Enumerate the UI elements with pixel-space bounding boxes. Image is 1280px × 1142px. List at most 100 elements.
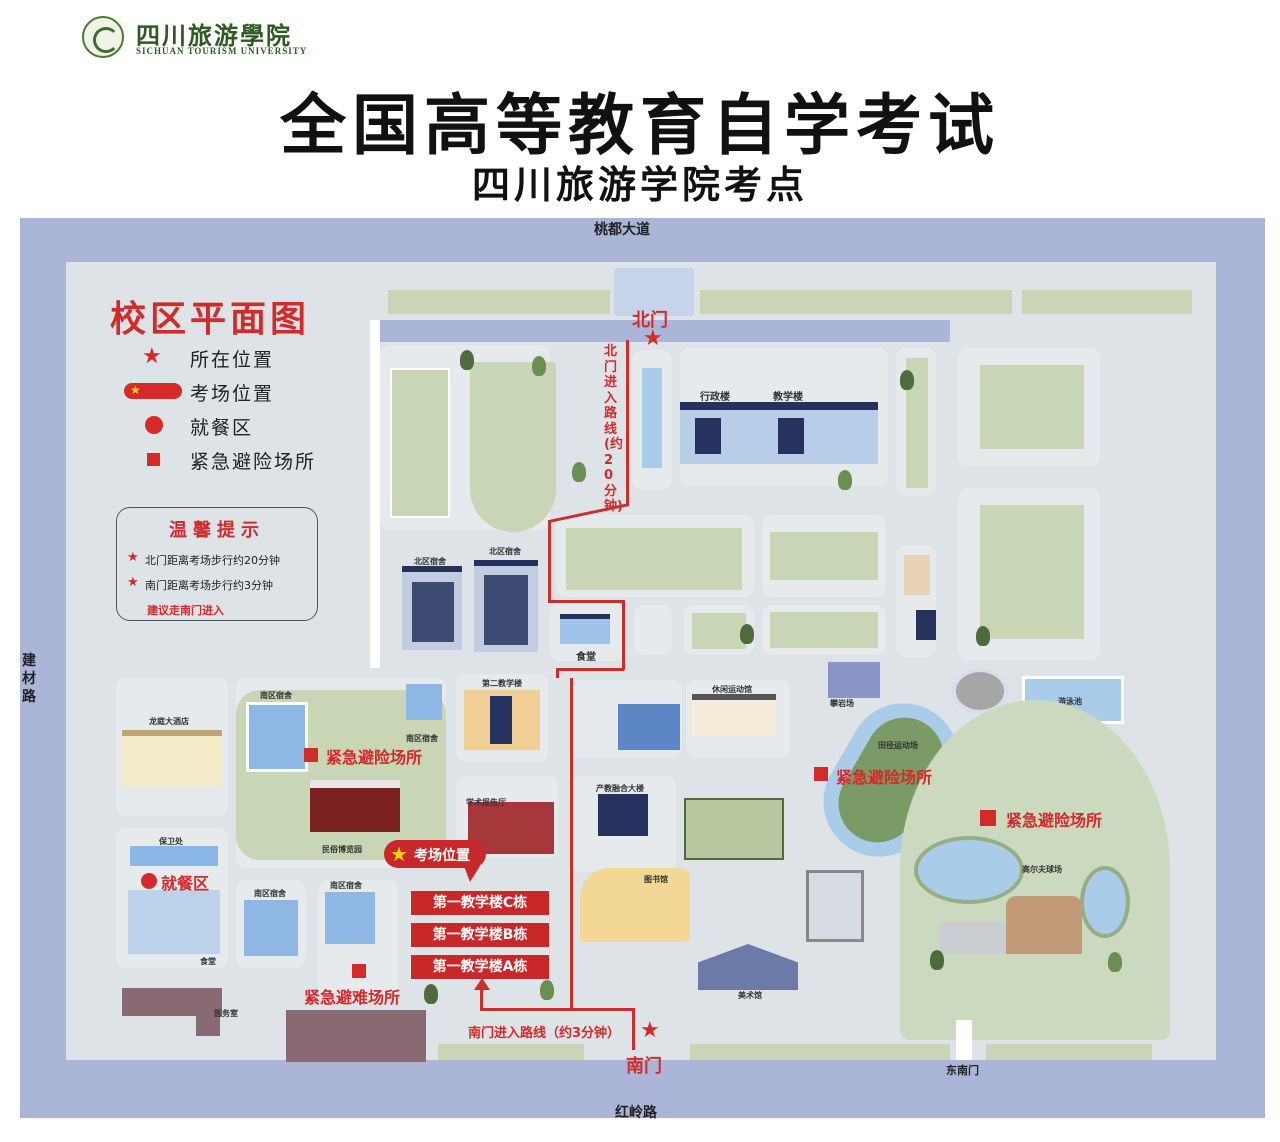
exam-building-b[interactable]: 第一教学楼B栋 (411, 923, 549, 947)
wall (370, 320, 380, 668)
library-building (580, 868, 690, 942)
label-south-dorm-2: 南区宿舍 (406, 734, 438, 743)
star-icon: ★ (127, 550, 139, 565)
road-label-west: 建材路 (22, 653, 36, 705)
square-icon (147, 453, 160, 466)
lawn (770, 532, 878, 580)
north-route-line (626, 340, 629, 506)
shelter-alt-label: 紧急避难场所 (304, 988, 401, 1007)
lawn (906, 358, 928, 488)
label-art-museum: 美术馆 (738, 991, 762, 1000)
page-subtitle: 四川旅游学院考点 (471, 163, 808, 207)
basketball-court (618, 704, 680, 750)
label-museum: 民俗博览园 (322, 845, 362, 854)
north-gate-building (614, 268, 694, 316)
tree-icon (424, 984, 438, 1004)
south-route-label: 南门进入路线（约3分钟） (468, 1026, 621, 1041)
tips-box: 温馨提示 ★ 北门距离考场步行约20分钟 ★ 南门距离考场步行约3分钟 建议走南… (116, 507, 318, 621)
small-tower (916, 610, 936, 640)
dining-circle-icon (141, 873, 157, 889)
golf-clubhouse (1006, 896, 1082, 954)
lawn-strip (388, 290, 610, 314)
shelter-square-icon (304, 748, 318, 762)
south-canteen-building (128, 890, 220, 954)
road-label-north: 桃都大道 (594, 222, 650, 238)
label-north-dorm-2: 北区宿舍 (489, 547, 521, 556)
north-gate-label: 北门 (632, 310, 668, 331)
lawn (980, 505, 1084, 639)
label-teaching: 教学楼 (773, 392, 803, 403)
circle-icon (145, 416, 163, 434)
reflecting-pool (642, 368, 662, 468)
entrance (490, 696, 512, 744)
callout-pointer (464, 866, 480, 882)
exam-flag-icon: ★ (124, 383, 182, 399)
field-oval (470, 362, 556, 532)
inner-road (370, 320, 950, 342)
tip-north-gate: 北门距离考场步行约20分钟 (145, 554, 280, 567)
golf-pond-east (1080, 866, 1130, 938)
label-clinic: 医务室 (214, 1009, 238, 1018)
label-track: 田径运动场 (878, 741, 918, 750)
hotel-building (122, 730, 222, 786)
logo-english-name: SICHUAN TOURISM UNIVERSITY (136, 46, 308, 56)
window (778, 418, 804, 454)
page-title: 全国高等教育自学考试 (280, 87, 1000, 164)
label-industry: 产教融合大楼 (596, 784, 644, 793)
legend-item-exam: 考场位置 (190, 383, 275, 405)
label-canteen-south: 食堂 (200, 957, 216, 966)
window-grid (484, 575, 528, 645)
label-golf: 高尔夫球场 (1022, 865, 1062, 874)
shelter-label: 紧急避险场所 (1006, 811, 1103, 830)
tree-icon (930, 950, 944, 970)
label-admin: 行政楼 (700, 392, 730, 403)
industry-building (598, 794, 648, 836)
label-library: 图书馆 (644, 875, 668, 884)
label-south-dorm-1: 南区宿舍 (260, 691, 292, 700)
label-canteen-north: 食堂 (576, 652, 596, 663)
south-dorm-3 (244, 900, 298, 956)
logo-chinese-name: 四川旅游學院 (136, 21, 292, 50)
north-route-line (556, 668, 559, 678)
label-climbing: 攀岩场 (830, 699, 854, 708)
tips-title: 温馨提示 (169, 520, 265, 541)
shelter-square-icon (814, 767, 828, 781)
star-icon: ★ (127, 575, 139, 590)
label-second-teaching: 第二教学楼 (482, 679, 522, 688)
lawn-strip (438, 1044, 584, 1060)
tree-icon (532, 356, 546, 376)
exam-building-a[interactable]: 第一教学楼A栋 (411, 955, 549, 979)
arrow-up-icon (474, 978, 490, 990)
star-icon: ★ (142, 344, 162, 369)
lawn-strip (1022, 290, 1192, 314)
label-lecture-hall: 学术报告厅 (466, 798, 506, 807)
label-south-dorm-4: 南区宿舍 (330, 881, 362, 890)
gallery-building (806, 870, 864, 942)
exam-location-callout[interactable]: ★ 考场位置 (384, 840, 486, 868)
south-gate-star-icon: ★ (640, 1018, 660, 1043)
lawn (692, 613, 746, 649)
south-gate-label: 南门 (626, 1056, 662, 1077)
monument-block (634, 605, 672, 655)
clinic-annex (286, 1010, 426, 1062)
field (390, 368, 450, 518)
north-route-label: 北门进入路线(约20分钟) (604, 344, 623, 514)
tree-icon (1108, 952, 1122, 972)
tree-icon (540, 980, 554, 1000)
label-hotel: 龙庭大酒店 (149, 717, 189, 726)
clinic-building (196, 988, 220, 1036)
tree-icon (460, 350, 474, 370)
shelter-label: 紧急避险场所 (836, 768, 933, 787)
lawn-strip (700, 290, 1012, 314)
sand-court (904, 555, 930, 595)
lawn-strip (986, 1044, 1152, 1060)
north-route-line (622, 600, 625, 670)
exam-building-c[interactable]: 第一教学楼C栋 (411, 891, 549, 915)
lawn (770, 612, 878, 648)
legend-item-dining: 就餐区 (190, 417, 254, 439)
south-dorm-4 (325, 892, 375, 944)
shelter-label: 紧急避险场所 (326, 748, 423, 767)
legend-item-shelter: 紧急避险场所 (190, 451, 317, 473)
window-grid (412, 582, 454, 642)
south-route-line (632, 1008, 635, 1050)
